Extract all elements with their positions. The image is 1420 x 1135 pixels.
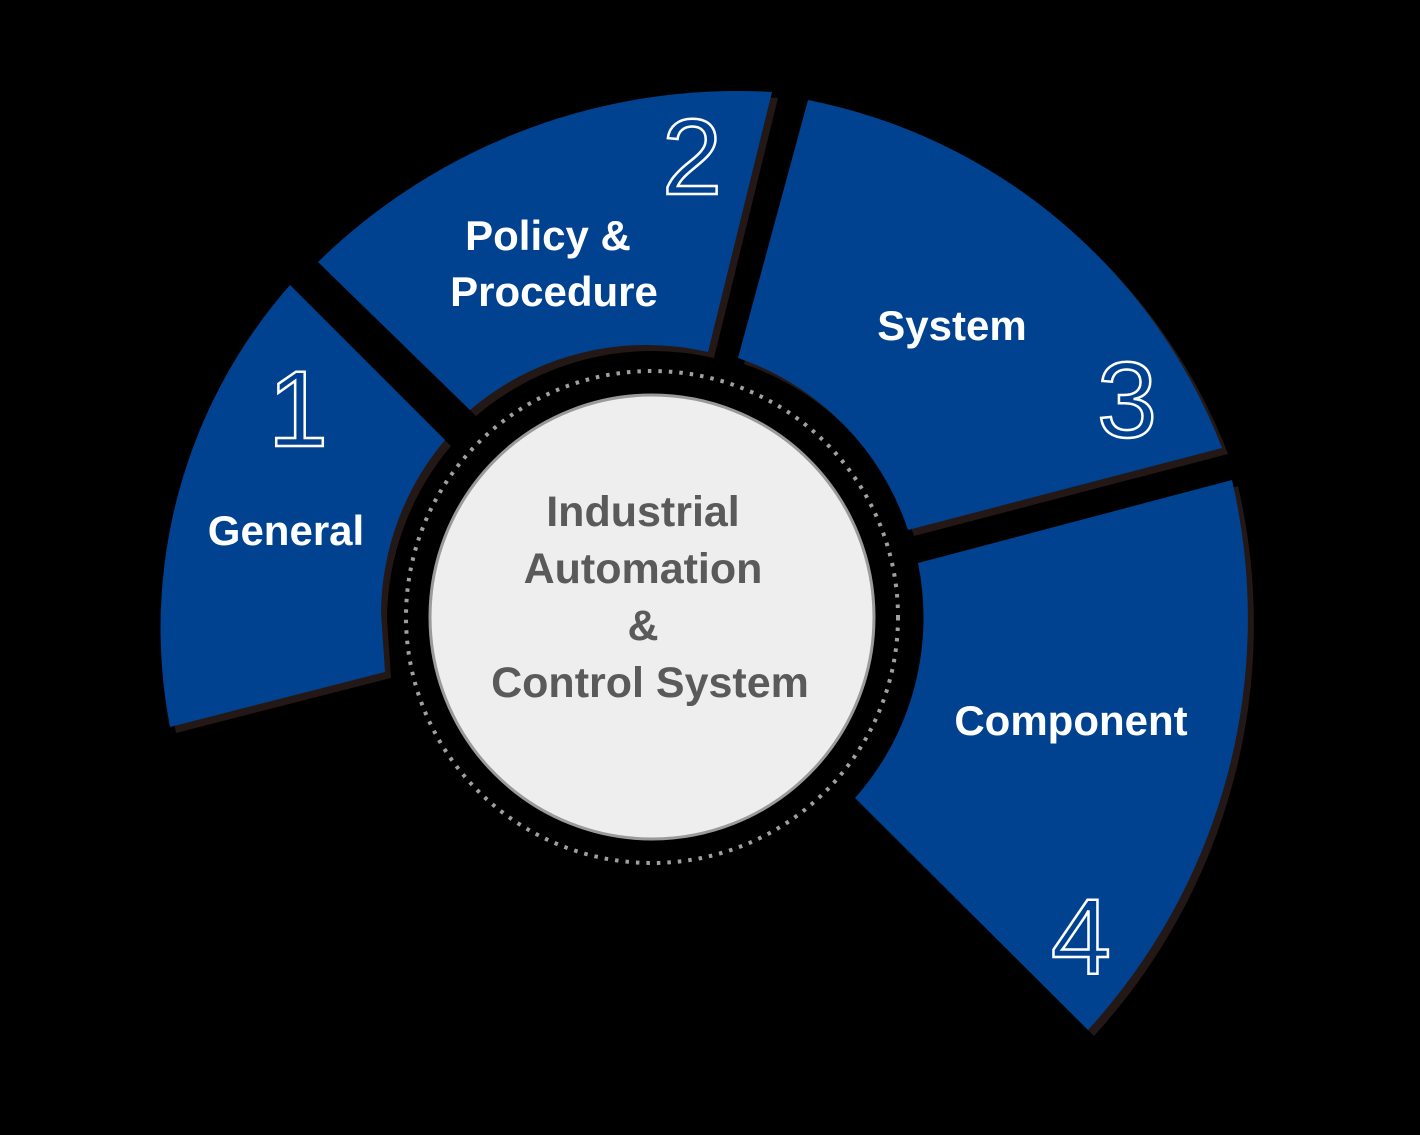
- center-text-line-1: Industrial: [546, 488, 740, 536]
- segment-number-2: 2: [662, 96, 722, 217]
- segment-label-general: General: [208, 507, 364, 554]
- dotted-ring: [404, 369, 900, 865]
- center-text-line-2: Automation: [524, 545, 763, 593]
- center-text-line-4: Control System: [491, 659, 809, 707]
- segment-system: System 3: [738, 100, 1228, 536]
- segment-policy-procedure: 2 Policy & Procedure: [318, 91, 778, 416]
- segment-label-component: Component: [954, 697, 1187, 744]
- segment-number-3: 3: [1097, 339, 1157, 460]
- segment-number-4: 4: [1051, 876, 1111, 997]
- segment-label-system: System: [877, 302, 1026, 349]
- center-hub: Industrial Automation & Control System: [404, 369, 900, 865]
- center-text-line-3: &: [627, 602, 658, 650]
- segment-number-1: 1: [268, 348, 328, 469]
- segment-general: 1 General: [160, 285, 451, 733]
- segment-label-policy: Policy &: [465, 212, 631, 259]
- segment-component: Component 4: [855, 480, 1254, 1036]
- segment-label-procedure: Procedure: [450, 268, 658, 315]
- center-circle: [428, 393, 876, 841]
